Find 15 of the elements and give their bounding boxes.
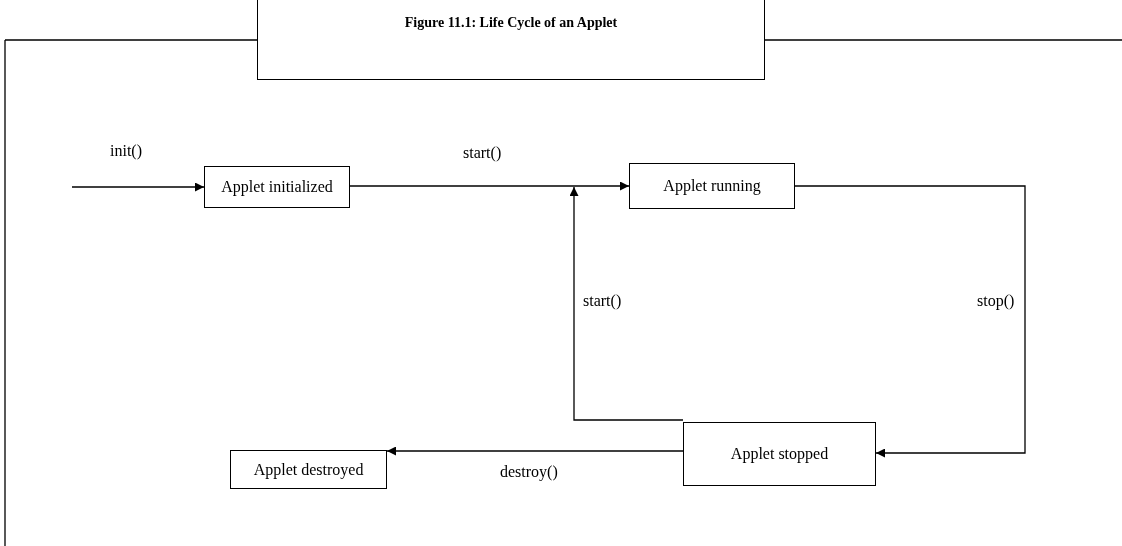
arrow <box>794 185 1026 458</box>
arrow <box>71 182 205 192</box>
edge-label: destroy() <box>498 463 560 481</box>
state-box: Applet initialized <box>204 166 350 208</box>
edge-label: stop() <box>975 292 1017 310</box>
arrow <box>386 446 684 456</box>
edge-label: init() <box>108 142 144 160</box>
figure-title: Figure 11.1: Life Cycle of an Applet <box>257 0 765 80</box>
arrow <box>569 186 684 421</box>
edge-label: start() <box>461 144 504 162</box>
state-box: Applet stopped <box>683 422 876 486</box>
edge-label: start() <box>581 292 624 310</box>
arrow <box>349 181 630 191</box>
state-box: Applet destroyed <box>230 450 387 489</box>
state-box: Applet running <box>629 163 795 209</box>
